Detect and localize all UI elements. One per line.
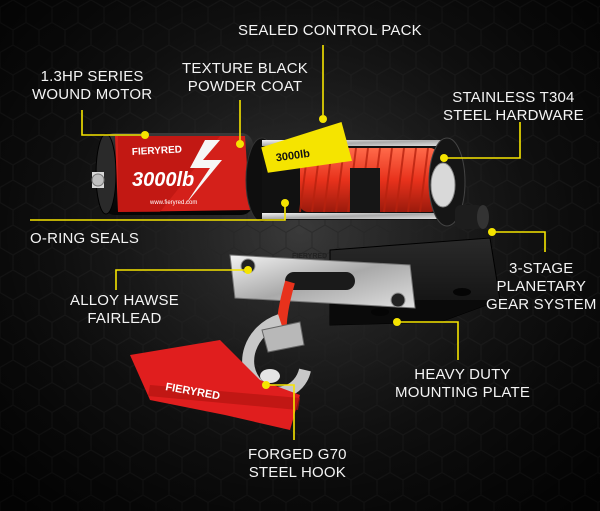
motor-brand: FIERYRED bbox=[132, 144, 183, 158]
pull-strap: FIERYRED bbox=[130, 340, 300, 430]
drum-assembly: 3000lb bbox=[245, 121, 489, 229]
motor: FIERYRED 3000lb www.fieryred.com bbox=[91, 133, 253, 215]
motor-capacity: 3000lb bbox=[132, 169, 194, 191]
fairlead-brand: FIERYRED bbox=[292, 253, 327, 260]
label-sealed-control-pack: SEALED CONTROL PACK bbox=[238, 22, 422, 39]
control-pack-capacity: 3000lb bbox=[275, 148, 311, 165]
motor-website: www.fieryred.com bbox=[149, 200, 197, 206]
callout-lines bbox=[30, 45, 546, 440]
callout-dots bbox=[141, 115, 496, 389]
label-oring-seals: O-RING SEALS bbox=[30, 230, 140, 247]
